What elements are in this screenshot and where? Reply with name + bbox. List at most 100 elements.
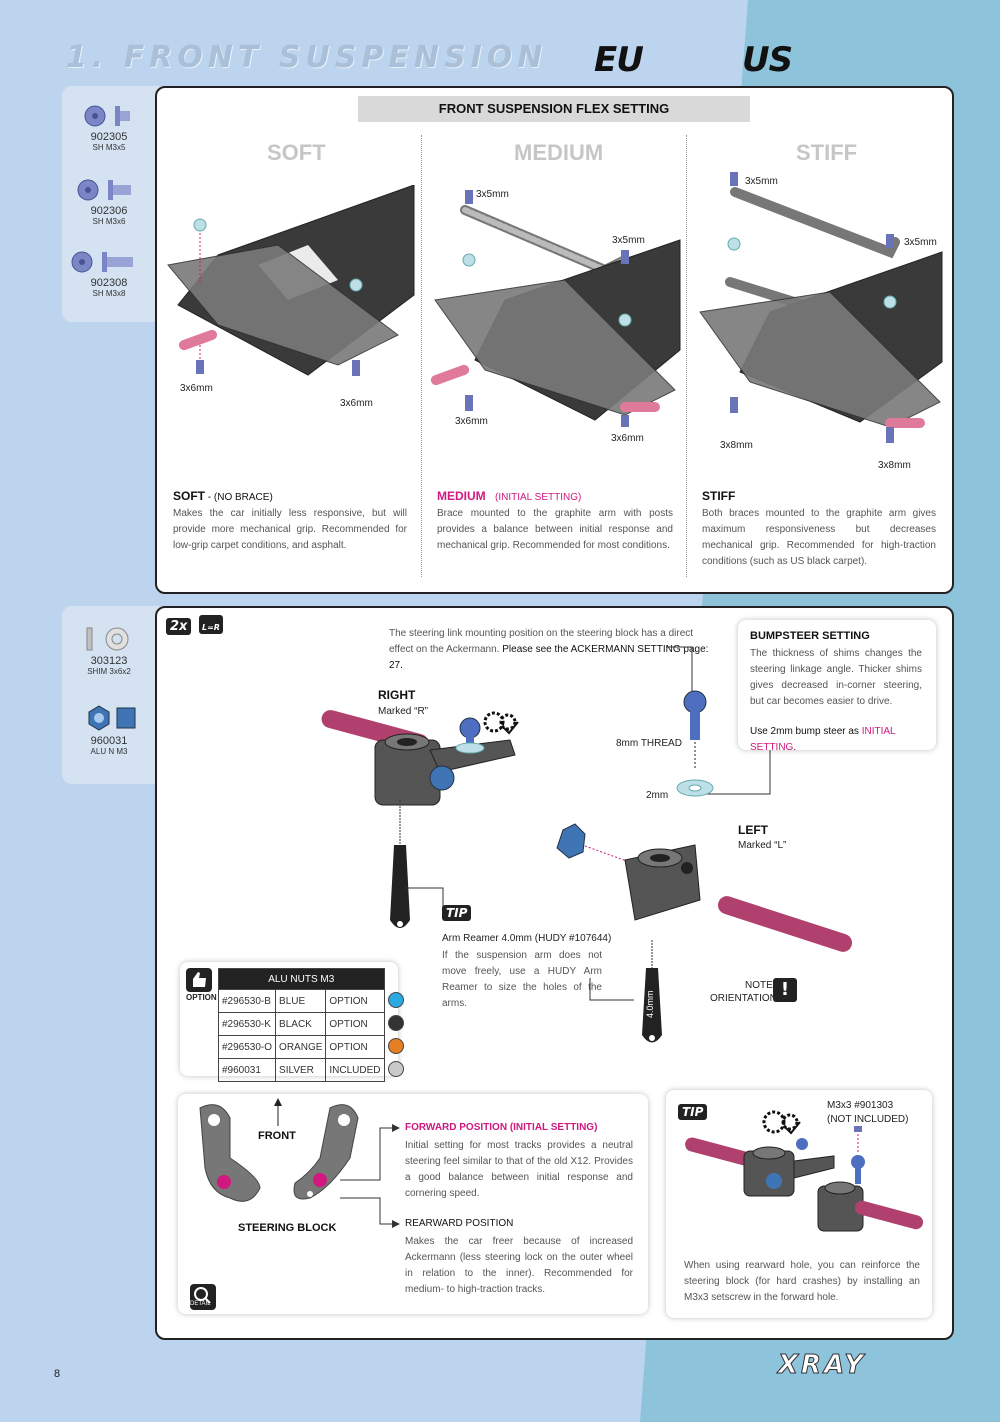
medium-screw-label: 3x6mm: [455, 416, 488, 427]
part-number: 902305: [90, 131, 128, 143]
setscrew-tip-box: [666, 1090, 932, 1318]
column-divider: [686, 135, 687, 577]
screw-icon: [84, 105, 130, 127]
bumpsteer-title: BUMPSTEER SETTING: [750, 630, 870, 642]
logo-eu: EU: [594, 40, 644, 80]
warning-icon: !: [773, 978, 797, 1002]
tip-badge: TIP: [442, 905, 472, 921]
note-label: NOTE: [745, 980, 773, 991]
setscrew-tip-text: When using rearward hole, you can reinfo…: [684, 1260, 920, 1303]
forward-position-text: Initial setting for most tracks provides…: [405, 1140, 633, 1199]
right-title: RIGHT: [378, 688, 416, 702]
table-row: #960031 SILVER INCLUDED: [217, 1058, 408, 1082]
reamer-size-label: 4.0mm: [384, 852, 394, 880]
thumbs-up-icon: [186, 968, 212, 992]
screw-icon: [77, 179, 131, 201]
thread-label: 8mm THREAD: [616, 738, 682, 749]
arm-reamer-icon: [390, 800, 410, 928]
front-label: FRONT: [258, 1130, 296, 1142]
brand-logo: XRAY: [777, 1350, 867, 1381]
bumpsteer-box: BUMPSTEER SETTING The thickness of shims…: [738, 620, 936, 753]
detail-zoom-icon: [190, 1284, 216, 1310]
medium-screw-label: 3x6mm: [611, 433, 644, 444]
stiff-heading: STIFF: [702, 489, 736, 503]
part-item: 902305 SH M3x5: [62, 104, 156, 152]
nut-status: INCLUDED: [325, 1058, 385, 1082]
tip-title: Arm Reamer 4.0mm (HUDY #107644): [442, 933, 612, 944]
l-equals-r-badge: L=R: [199, 615, 223, 634]
part-number: 960031: [90, 735, 128, 747]
orientation-label: ORIENTATION: [710, 993, 777, 1004]
page-number: 8: [54, 1368, 61, 1380]
nut-color: SILVER: [275, 1058, 327, 1082]
steering-intro: The steering link mounting position on t…: [389, 628, 709, 671]
alu-nuts-header: ALU NUTS M3: [218, 968, 385, 990]
parts-column-top: 902305 SH M3x5 902306 SH M3x6 902308 SH …: [62, 86, 162, 322]
part-desc: SHIM 3x6x2: [87, 667, 131, 676]
bumpsteer-text: The thickness of shims changes the steer…: [750, 648, 922, 707]
steering-block-label: STEERING BLOCK: [238, 1222, 337, 1234]
tip-text: If the suspension arm does not move free…: [442, 950, 602, 1009]
nut-color: BLUE: [275, 989, 327, 1013]
gears-icon: [762, 1110, 801, 1135]
part-number: 902308: [90, 277, 128, 289]
quantity-badge: 2x: [166, 618, 192, 635]
part-number: 902306: [90, 205, 128, 217]
nut-icon: [88, 705, 136, 731]
medium-column-title: MEDIUM: [514, 140, 604, 165]
left-steering-block-illustration: [556, 823, 853, 952]
part-desc: SH M3x6: [92, 217, 126, 226]
rearward-position-text: Makes the car freer because of increased…: [405, 1236, 633, 1295]
stiff-column-title: STIFF: [796, 140, 858, 165]
left-title: LEFT: [738, 823, 768, 837]
soft-screw-label: 3x6mm: [180, 383, 213, 394]
table-row: #296530-K BLACK OPTION: [217, 1012, 408, 1036]
tip-badge: TIP: [678, 1104, 708, 1120]
bumpsteer-leader-line: [704, 750, 771, 795]
right-steering-block-illustration: [321, 710, 516, 806]
soft-description: Makes the car initially less responsive,…: [173, 508, 407, 551]
steering-block-detail-box: [178, 1094, 648, 1314]
nut-swatch-icon: [387, 1037, 404, 1054]
stiff-screw-label: 3x8mm: [878, 460, 911, 471]
table-row: #296530-O ORANGE OPTION: [217, 1035, 408, 1059]
forward-position-title: FORWARD POSITION (INITIAL SETTING): [405, 1122, 598, 1133]
medium-screw-label: 3x5mm: [612, 235, 645, 246]
reamer-leader-line: [405, 887, 444, 914]
soft-chassis-illustration: [167, 185, 415, 376]
part-item: 303123 SHIM 3x6x2: [62, 626, 156, 676]
part-desc: SH M3x5: [92, 143, 126, 152]
not-included-label: (NOT INCLUDED): [827, 1114, 909, 1125]
column-divider: [421, 135, 422, 577]
soft-column-title: SOFT: [267, 140, 326, 165]
soft-screw-label: 3x6mm: [340, 398, 373, 409]
screw-icon: [71, 251, 133, 273]
medium-heading: MEDIUM (INITIAL SETTING): [437, 489, 582, 503]
medium-chassis-illustration: [430, 190, 681, 427]
stiff-screw-label: 3x8mm: [720, 440, 753, 451]
stiff-screw-label: 3x5mm: [745, 176, 778, 187]
nut-code: #296530-K: [217, 1012, 277, 1036]
nut-code: #296530-O: [217, 1035, 277, 1059]
stiff-chassis-illustration: [699, 172, 943, 443]
detail-label: DETAIL: [190, 1301, 211, 1307]
alu-nuts-table: ALU NUTS M3 #296530-B BLUE OPTION #29653…: [217, 968, 408, 1082]
nut-code: #960031: [217, 1058, 277, 1082]
bumpsteer-use: Use 2mm bump steer as INITIAL SETTING.: [750, 726, 896, 753]
part-desc: SH M3x8: [92, 289, 126, 298]
setscrew-part-label: M3x3 #901303: [827, 1100, 894, 1111]
soft-heading: SOFT - (NO BRACE): [173, 489, 273, 503]
part-item: 902306 SH M3x6: [62, 178, 156, 226]
steering-block-arms-illustration: [199, 1098, 359, 1202]
nut-swatch-icon: [387, 1060, 404, 1077]
table-row: #296530-B BLUE OPTION: [217, 989, 408, 1013]
nut-status: OPTION: [325, 1035, 385, 1059]
nut-status: OPTION: [325, 1012, 385, 1036]
stiff-description: Both braces mounted to the graphite arm …: [702, 508, 936, 567]
part-item: 960031 ALU N M3: [62, 704, 156, 756]
reamer-size-label: 4.0mm: [645, 990, 655, 1018]
medium-screw-label: 3x5mm: [476, 189, 509, 200]
nut-swatch-icon: [387, 1014, 404, 1031]
part-desc: ALU N M3: [90, 747, 128, 756]
setscrew-illustration: [685, 1126, 924, 1232]
